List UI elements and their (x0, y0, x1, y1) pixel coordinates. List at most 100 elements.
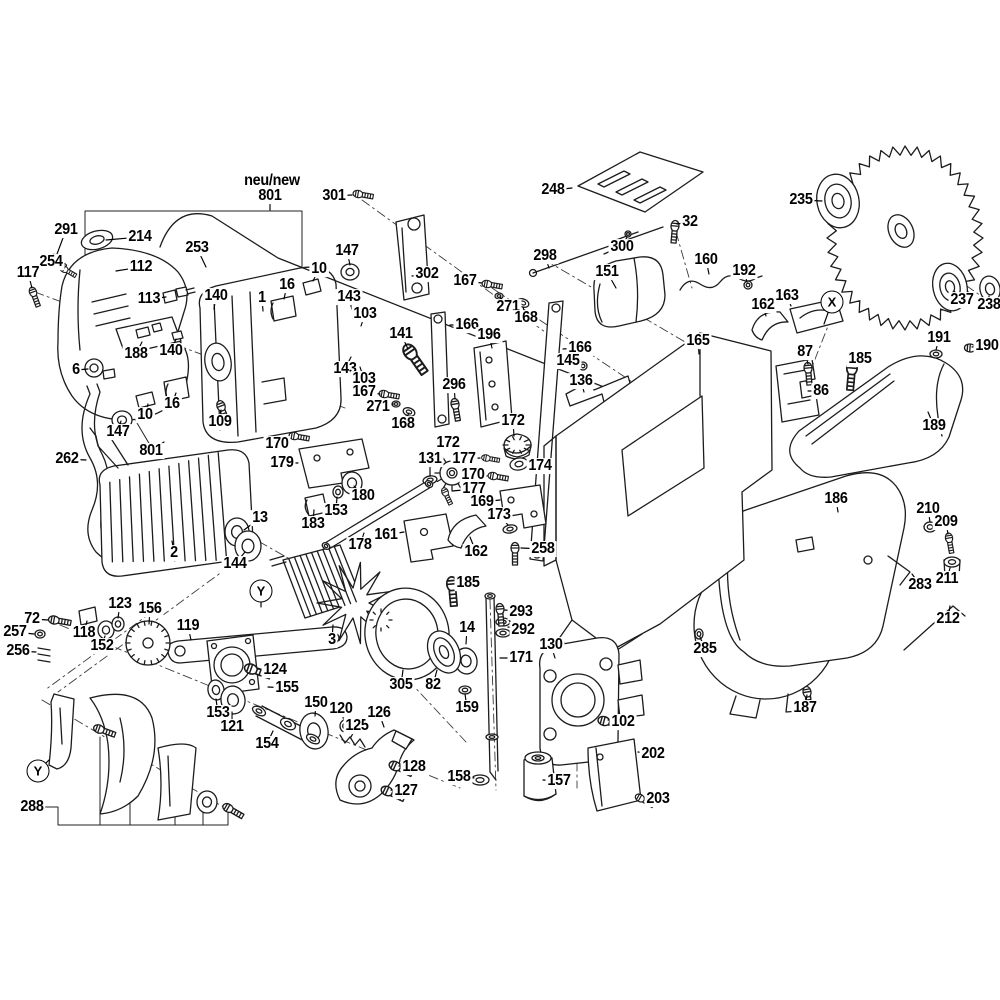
brush-16-upper (270, 295, 297, 322)
gear-172-left-i1 (446, 467, 458, 479)
part-label-157: 157 (545, 772, 573, 790)
part-label-150: 150 (302, 694, 330, 712)
hardware-ring (887, 214, 915, 248)
bracket-179 (298, 438, 370, 489)
hardware-ring-inner (211, 352, 225, 372)
crescent-slot (119, 717, 125, 783)
part-label-147: 147 (104, 423, 132, 441)
part-label-210: 210 (914, 500, 942, 518)
part-label-212: 212 (934, 610, 962, 628)
hardware-ring-inner (345, 267, 355, 277)
part-label-288: 288 (18, 798, 46, 816)
part-label-170: 170 (459, 466, 487, 484)
hardware-ring-inner (323, 543, 329, 549)
part-label-136: 136 (567, 372, 595, 390)
part-label-109: 109 (206, 413, 234, 431)
part-label-192: 192 (730, 262, 758, 280)
hardware-ring (424, 479, 434, 489)
hardware-ring-inner (114, 620, 122, 628)
hardware-ring-inner (894, 223, 908, 239)
spring-256 (37, 647, 51, 663)
housing-130-lugs (617, 659, 645, 719)
bracket-161-hole (419, 527, 429, 537)
hardware-ring (433, 637, 455, 667)
part-label-285: 285 (691, 640, 719, 658)
cable-160 (679, 275, 763, 291)
plate-302-edge (401, 227, 407, 293)
hardware-ring (824, 183, 852, 219)
part-label-302: 302 (413, 265, 441, 283)
hardware-ring (531, 754, 545, 762)
part-label-161: 161 (372, 526, 400, 544)
plate-119-c1 (210, 642, 218, 650)
part-label-127: 127 (392, 782, 420, 800)
spring-125 (339, 734, 366, 748)
part-label-143: 143 (335, 288, 363, 306)
hardware-ring-inner (89, 235, 105, 245)
part-label-801: 801 (256, 187, 284, 205)
part-label-238: 238 (975, 297, 1000, 313)
part-label-293: 293 (507, 603, 535, 621)
reference-marker-x-0: X (820, 290, 844, 314)
reference-marker-y-2: Y (26, 759, 50, 783)
bracket-169-h2 (530, 510, 538, 518)
connector-113 (162, 286, 189, 304)
gear-172-left-i2 (448, 469, 456, 477)
plate-196-h1 (485, 356, 493, 364)
part-label-140: 140 (157, 342, 185, 360)
end-cap-vents (77, 269, 131, 351)
bevel-172-teeth (502, 436, 532, 454)
part-label-6: 6 (70, 361, 82, 379)
hardware-ring (332, 485, 344, 499)
bar-166l-hole2 (437, 414, 447, 424)
hardware-ring-inner (116, 415, 128, 425)
part-label-165: 165 (684, 332, 712, 350)
plate-119-c2 (244, 637, 252, 645)
gear-156-teeth (125, 620, 171, 666)
bearing-ring-305 (364, 587, 450, 681)
hardware-ring-inner (487, 593, 493, 599)
frame-165-window (621, 395, 705, 517)
part-label-16: 16 (277, 276, 297, 294)
part-label-172: 172 (434, 434, 462, 452)
bracket-161 (403, 513, 454, 563)
knob-6 (84, 358, 104, 378)
part-label-151: 151 (593, 263, 621, 281)
part-label-177: 177 (460, 480, 488, 498)
part-label-159: 159 (453, 699, 481, 717)
hardware-ring-inner (255, 708, 263, 714)
part-label-3: 3 (326, 631, 338, 649)
part-label-131: 131 (416, 450, 444, 468)
part-label-196: 196 (475, 326, 503, 344)
hardware-ring-inner (499, 630, 507, 636)
part-label-124: 124 (261, 661, 289, 679)
hardware-ring-inner (101, 625, 111, 635)
part-label-258: 258 (529, 540, 557, 558)
part-label-152: 152 (88, 637, 116, 655)
main-frame-165 (555, 332, 773, 651)
hex-key-283 (887, 555, 911, 586)
part-label-13: 13 (250, 509, 270, 527)
chute-arcs (596, 257, 639, 323)
part-label-103: 103 (351, 305, 379, 323)
guard-plate-line (167, 755, 171, 807)
board-chips (135, 322, 163, 339)
part-label-2: 2 (168, 544, 180, 562)
hardware-ring (207, 679, 225, 701)
part-label-185: 185 (846, 350, 874, 368)
arm-hole-l (174, 645, 186, 657)
part-label-203: 203 (644, 790, 672, 808)
part-label-155: 155 (273, 679, 301, 697)
part-label-171: 171 (507, 649, 535, 667)
hardware-ring-inner (947, 559, 957, 565)
part-label-305: 305 (387, 676, 415, 694)
part-label-180: 180 (349, 487, 377, 505)
part-label-188: 188 (122, 345, 150, 363)
part-label-186: 186 (822, 490, 850, 508)
hardware-ring (502, 524, 518, 534)
rod-298 (532, 226, 664, 274)
part-label-166: 166 (566, 339, 594, 357)
plate-196-h3 (491, 403, 499, 411)
hardware-ring-inner (241, 538, 255, 554)
